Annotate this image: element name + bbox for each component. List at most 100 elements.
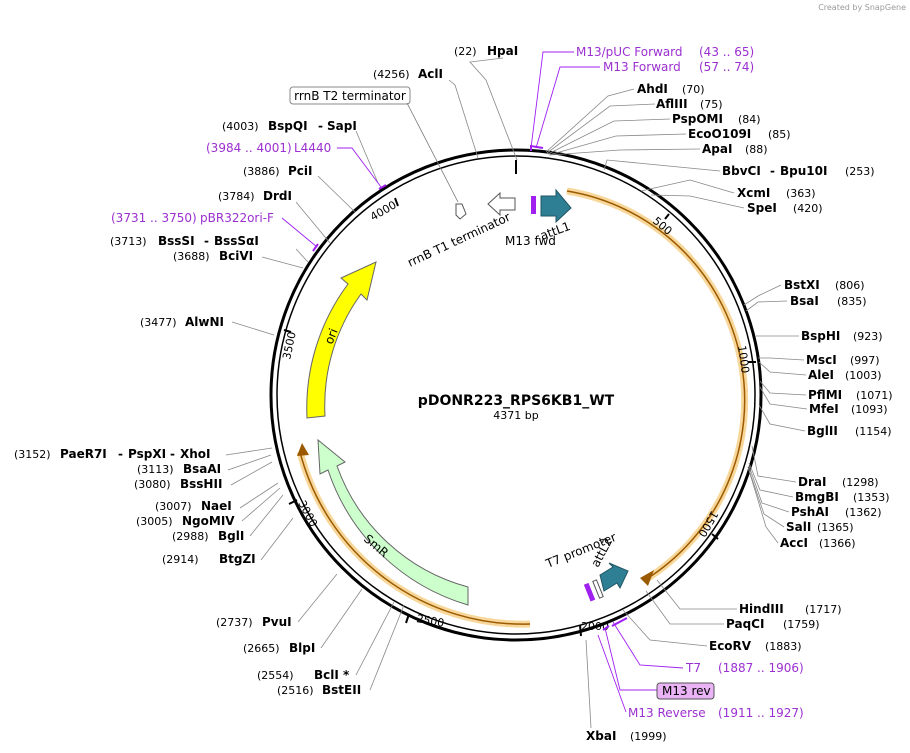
- enzyme-name: EcoRV: [709, 639, 752, 653]
- svg-text:2000: 2000: [581, 620, 609, 633]
- enzyme-name: BspQI: [268, 119, 308, 133]
- backbone-feature-arrowhead: [297, 443, 309, 456]
- enzyme-name: AlwNI: [185, 315, 224, 329]
- enzyme-name: PvuI: [262, 615, 292, 629]
- plasmid-size: 4371 bp: [493, 409, 538, 422]
- insert-arc: [566, 190, 746, 581]
- tick-3500: 3500: [280, 329, 299, 361]
- enzyme-pos: (1365): [817, 521, 854, 534]
- svg-text:1000: 1000: [735, 345, 752, 375]
- ori-label: ori: [322, 326, 341, 346]
- enzyme-pos: (3886): [243, 165, 280, 178]
- enzyme-pos: (420): [793, 202, 823, 215]
- enzyme-pos: (4256): [373, 68, 410, 81]
- enzyme-name: HindIII: [739, 602, 784, 616]
- enzyme-pos: (1362): [845, 506, 882, 519]
- enzyme-name: BmgBI: [795, 490, 839, 504]
- enzyme-pos: (3713): [110, 235, 147, 248]
- enzyme-name: BbvCI: [722, 164, 761, 178]
- enzyme-extra: -: [770, 164, 775, 178]
- enzyme-extra: -: [204, 234, 209, 248]
- m13-fwd-site: [531, 196, 536, 214]
- enzyme-pos: (806): [835, 279, 865, 292]
- enzyme-pos: (2988): [172, 530, 209, 543]
- enzyme-name-extra: Bpu10I: [780, 164, 827, 178]
- rrnB-T2-terminator-label: rrnB T2 terminator: [294, 89, 406, 103]
- enzyme-pos: (1759): [783, 618, 820, 631]
- m13-rev-site: [592, 579, 604, 599]
- tick-2000: 2000: [579, 620, 609, 637]
- enzyme-name: NaeI: [201, 499, 232, 513]
- enzyme-name: BglII: [807, 424, 838, 438]
- enzyme-name: BsaI: [790, 294, 819, 308]
- primer-range: (3984 .. 4001): [206, 141, 292, 155]
- ori-feature: [306, 261, 377, 419]
- svg-text:3500: 3500: [280, 331, 299, 361]
- enzyme-pos: (253): [845, 165, 875, 178]
- m13-fwd-label: M13 fwd: [505, 234, 556, 248]
- enzyme-name-extra: BssSαI: [214, 234, 259, 248]
- enzyme-name: XbaI: [586, 729, 616, 743]
- rrnB-T2-terminator-feature: [455, 203, 467, 220]
- smr-feature: [317, 438, 469, 606]
- tick-500: 500: [650, 213, 675, 238]
- enzyme-pos: (1999): [630, 730, 667, 743]
- t7-promoter-site: [583, 582, 596, 602]
- enzyme-name: AccI: [780, 536, 808, 550]
- enzyme-name: BssSI: [158, 234, 195, 248]
- enzyme-pos: (2737): [216, 616, 253, 629]
- enzyme-name: SpeI: [747, 201, 777, 215]
- rrnB-T1-terminator-label: rrnB T1 terminator: [405, 210, 512, 270]
- enzyme-name: AclI: [418, 67, 443, 81]
- enzyme-pos: (1154): [855, 425, 892, 438]
- svg-text:500: 500: [650, 214, 674, 237]
- enzyme-pos: (997): [850, 354, 880, 367]
- enzyme-pos: (1353): [853, 491, 890, 504]
- enzyme-name: EcoO109I: [688, 127, 751, 141]
- enzyme-pos: (3688): [173, 250, 210, 263]
- enzyme-pos: (3784): [218, 190, 255, 203]
- enzyme-name: MscI: [806, 353, 837, 367]
- rrnB-T2-terminator-label-box: rrnB T2 terminator: [289, 86, 411, 105]
- enzyme-pos: (88): [745, 143, 768, 156]
- m13-rev-label-box: M13 rev: [656, 682, 715, 700]
- enzyme-pos: (835): [837, 295, 867, 308]
- enzyme-name: AflIII: [656, 97, 688, 111]
- enzyme-pos: (2554): [257, 669, 294, 682]
- attL1-feature: [540, 188, 572, 224]
- enzyme-pos: (2516): [277, 684, 314, 697]
- enzyme-pos: (3007): [155, 500, 192, 513]
- primer-name: M13 Reverse: [628, 706, 706, 720]
- enzyme-name-extra: XhoI: [180, 447, 211, 461]
- credit-text: Created by SnapGene: [818, 3, 906, 12]
- enzyme-extra: -: [170, 447, 175, 461]
- primer-range: (57 .. 74): [699, 60, 754, 74]
- enzyme-pos: (1883): [765, 640, 802, 653]
- primer-leader-lines: [281, 51, 684, 713]
- enzyme-name: MfeI: [809, 402, 839, 416]
- enzyme-name: AhdI: [637, 82, 668, 96]
- tick-2500: 2500: [405, 612, 445, 630]
- enzyme-pos: (1366): [819, 537, 856, 550]
- enzyme-pos: (1071): [856, 389, 893, 402]
- enzyme-name: DraI: [798, 475, 826, 489]
- enzyme-pos: (923): [853, 330, 883, 343]
- enzyme-name: BspHI: [801, 329, 840, 343]
- primer-name: L4440: [294, 141, 331, 155]
- insert-arrowhead: [640, 570, 654, 586]
- enzyme-pos: (2665): [243, 642, 280, 655]
- enzyme-name: BstEII: [322, 683, 361, 697]
- enzyme-labels: (22) HpaI (4256) AclI (4003) BspQI - Sap…: [14, 44, 893, 743]
- enzyme-name: PspOMI: [672, 112, 723, 126]
- primer-name: pBR322ori-F: [200, 211, 274, 225]
- attL2-feature: [599, 562, 629, 592]
- enzyme-name: XcmI: [737, 186, 770, 200]
- enzyme-pos: (3152): [14, 448, 51, 461]
- enzyme-name: DrdI: [263, 189, 292, 203]
- primer-range: (3731 .. 3750): [111, 211, 197, 225]
- enzyme-pos: (1717): [805, 603, 842, 616]
- enzyme-extra: -: [118, 447, 123, 461]
- primer-range: (1911 .. 1927): [718, 706, 804, 720]
- enzyme-name: BclI *: [314, 668, 350, 682]
